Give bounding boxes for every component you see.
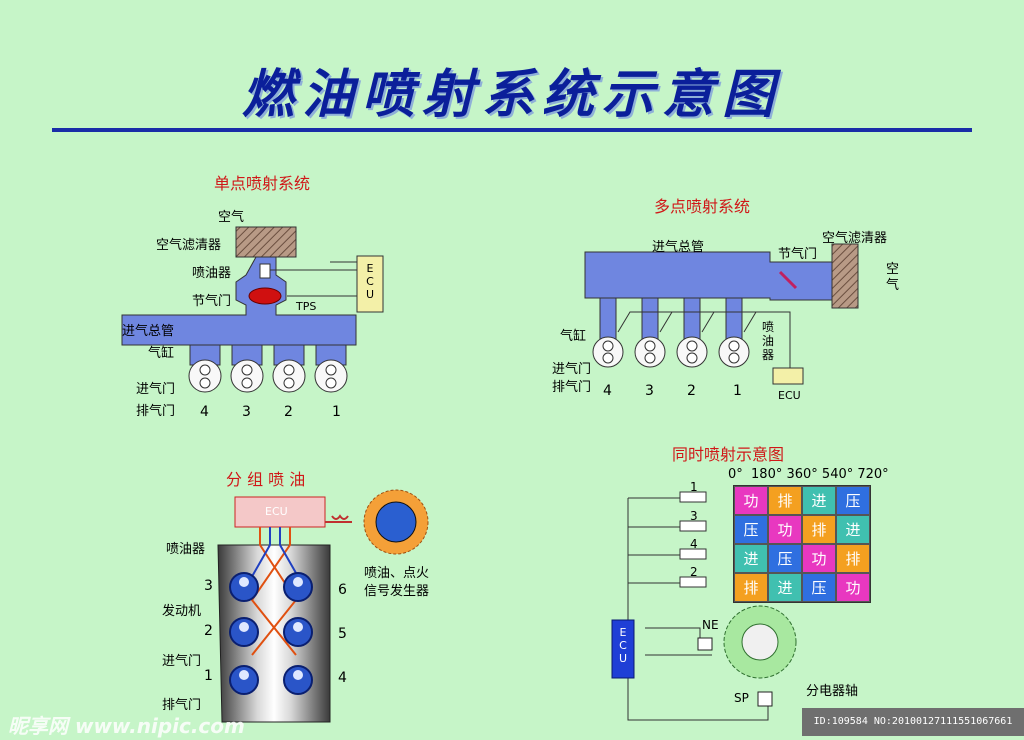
mp-cyl-num: 2: [687, 383, 696, 399]
mp-air-filter-label: 空气滤清器: [822, 231, 888, 246]
mp-cylinder-label: 气缸: [560, 329, 587, 344]
simul-cyl-num: 4: [690, 537, 698, 551]
mp-throttle-label: 节气门: [778, 247, 818, 262]
group-title: 分 组 喷 油: [226, 470, 306, 489]
stroke-grid: 功排进压压功排进进压功排排进压功: [733, 485, 871, 603]
group-left-num: 3: [204, 578, 213, 594]
stroke-cell: 排: [734, 573, 768, 602]
stroke-cell: 压: [802, 573, 836, 602]
sp-throttle-label: 节气门: [192, 294, 232, 309]
sp-cyl-num: 1: [332, 404, 341, 420]
group-intake-label: 进气门: [162, 654, 202, 669]
sp-cyl-num: 4: [200, 404, 209, 420]
sp-manifold-label: 进气总管: [122, 324, 175, 339]
sp-throttle-plate: [248, 287, 282, 305]
simul-ecu-box: [611, 619, 635, 679]
watermark: 昵享网 www.nipic.com: [8, 714, 245, 738]
distributor-label: 分电器轴: [806, 684, 859, 699]
sp-ecu-label: E C U: [365, 262, 375, 301]
group-injection-diagram: [217, 489, 429, 723]
stroke-cell: 进: [768, 573, 802, 602]
sp-exhaust-label: 排气门: [136, 404, 176, 419]
mp-air-filter: [831, 243, 859, 309]
simul-cyl-num: 3: [690, 509, 698, 523]
sp-air-label: 空气: [218, 210, 245, 225]
simul-cyl-num: 1: [690, 480, 698, 494]
sp-tps-label: TPS: [296, 300, 317, 313]
sp-label: SP: [734, 691, 749, 705]
group-right-num: 6: [338, 582, 347, 598]
group-ecu-box: [234, 496, 326, 528]
group-left-num: 1: [204, 668, 213, 684]
group-exhaust-label: 排气门: [162, 698, 202, 713]
group-signal-label-2: 信号发生器: [364, 584, 430, 599]
sp-cylinder-label: 气缸: [148, 346, 175, 361]
title-underline: [52, 128, 972, 132]
stroke-cell: 进: [734, 544, 768, 573]
mp-injector-label: 喷 油 器: [762, 320, 775, 362]
sp-injector-label: 喷油器: [192, 266, 232, 281]
mp-ecu-label: ECU: [778, 389, 801, 402]
mp-intake-label: 进气门: [552, 362, 592, 377]
mp-cyl-num: 3: [645, 383, 654, 399]
image-id-bar: ID:109584 NO:20100127111551067661: [802, 708, 1024, 736]
simul-cyl-num: 2: [690, 565, 698, 579]
stroke-cell: 功: [768, 515, 802, 544]
single-point-diagram: [121, 226, 384, 393]
mp-air-label: 空 气: [886, 262, 900, 293]
mp-exhaust-label: 排气门: [552, 380, 592, 395]
mp-ecu-box: [772, 367, 804, 385]
stroke-cell: 功: [836, 573, 870, 602]
page-title: 燃油喷射系统示意图: [241, 65, 782, 125]
sp-manifold: [121, 256, 357, 346]
multi-point-diagram: [584, 243, 859, 385]
group-right-num: 4: [338, 670, 347, 686]
stroke-cell: 功: [734, 486, 768, 515]
signal-generator-hub: [375, 501, 417, 543]
simultaneous-title: 同时喷射示意图: [672, 445, 785, 464]
stroke-cell: 进: [836, 515, 870, 544]
simultaneous-diagram: [611, 491, 797, 721]
group-right-num: 5: [338, 626, 347, 642]
group-left-num: 2: [204, 623, 213, 639]
stroke-cell: 进: [802, 486, 836, 515]
sp-cyl-num: 3: [242, 404, 251, 420]
sp-injector: [259, 263, 271, 279]
mp-cyl-num: 1: [733, 383, 742, 399]
stroke-cell: 排: [836, 544, 870, 573]
group-injector-label: 喷油器: [166, 542, 206, 557]
single-point-title: 单点喷射系统: [214, 174, 311, 193]
degree-scale: 0° 180° 360° 540° 720°: [728, 467, 889, 482]
sp-ecu-box: [356, 255, 384, 313]
stroke-cell: 排: [802, 515, 836, 544]
sp-air-filter: [235, 226, 297, 258]
group-signal-label-1: 喷油、点火: [364, 566, 430, 581]
group-ecu-label: ECU: [265, 505, 288, 518]
mp-cyl-num: 4: [603, 383, 612, 399]
multi-point-title: 多点喷射系统: [654, 197, 751, 216]
stroke-cell: 压: [734, 515, 768, 544]
sp-intake-label: 进气门: [136, 382, 176, 397]
stroke-cell: 压: [768, 544, 802, 573]
sp-cyl-num: 2: [284, 404, 293, 420]
stroke-cell: 排: [768, 486, 802, 515]
stroke-cell: 功: [802, 544, 836, 573]
stroke-cell: 压: [836, 486, 870, 515]
sp-air-filter-label: 空气滤清器: [156, 238, 222, 253]
mp-manifold-label: 进气总管: [652, 240, 705, 255]
simul-ecu-label: E C U: [618, 626, 628, 665]
group-engine-label: 发动机: [162, 604, 202, 619]
ne-label: NE: [702, 618, 719, 632]
